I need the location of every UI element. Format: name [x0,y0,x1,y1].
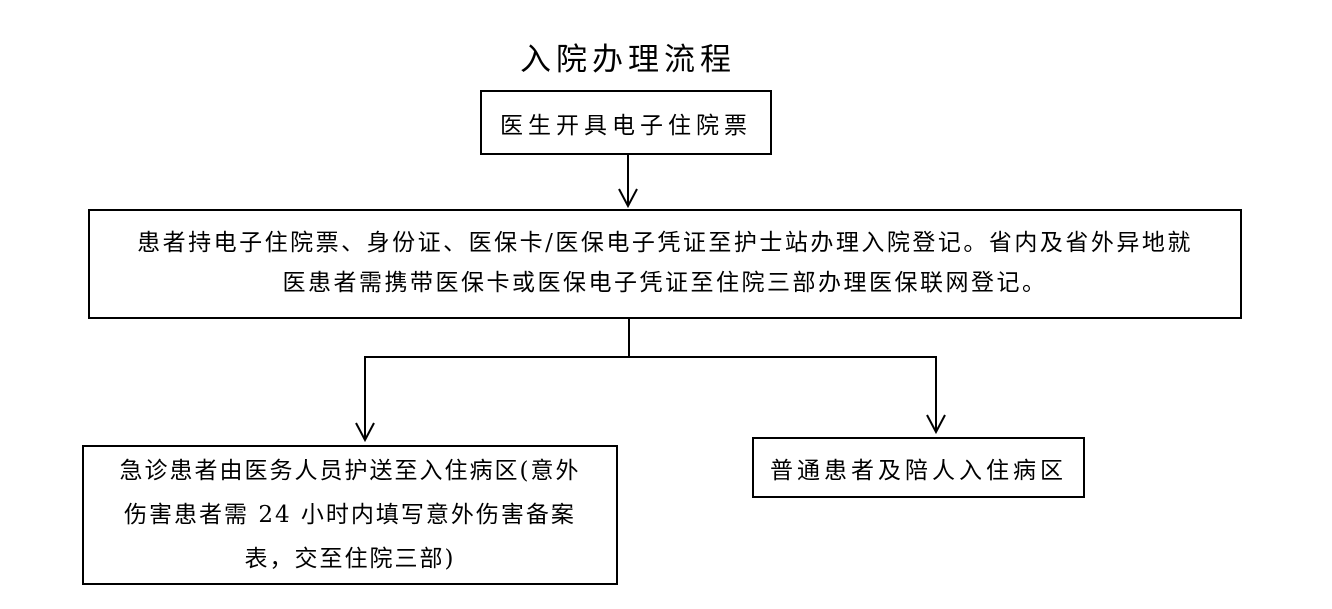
node-admission-registration-line-2: 医患者需携带医保卡或医保电子凭证至住院三部办理医保联网登记。 [282,270,1048,296]
node-doctor-issues-ticket-label: 医生开具电子住院票 [500,112,752,139]
node-ordinary-patients-label: 普通患者及陪人入住病区 [770,457,1067,484]
node-doctor-issues-ticket: 医生开具电子住院票 [480,90,772,155]
arrow-to-ordinary [926,356,946,435]
arrow-start-to-registration [618,155,638,209]
node-emergency-patients: 急诊患者由医务人员护送至入住病区(意外 伤害患者需 24 小时内填写意外伤害备案… [82,445,618,585]
connector-branch-trunk [365,319,936,358]
node-ordinary-patients: 普通患者及陪人入住病区 [752,437,1085,498]
node-emergency-patients-line-3: 表，交至住院三部) [244,546,456,572]
page-title: 入院办理流程 [520,42,736,78]
node-admission-registration-line-1: 患者持电子住院票、身份证、医保卡/医保电子凭证至护士站办理入院登记。省内及省外异… [137,230,1193,256]
node-emergency-patients-line-1: 急诊患者由医务人员护送至入住病区(意外 [119,458,581,484]
arrow-to-emergency [355,356,375,443]
node-admission-registration: 患者持电子住院票、身份证、医保卡/医保电子凭证至护士站办理入院登记。省内及省外异… [88,209,1242,319]
node-emergency-patients-line-2: 伤害患者需 24 小时内填写意外伤害备案 [124,502,576,528]
